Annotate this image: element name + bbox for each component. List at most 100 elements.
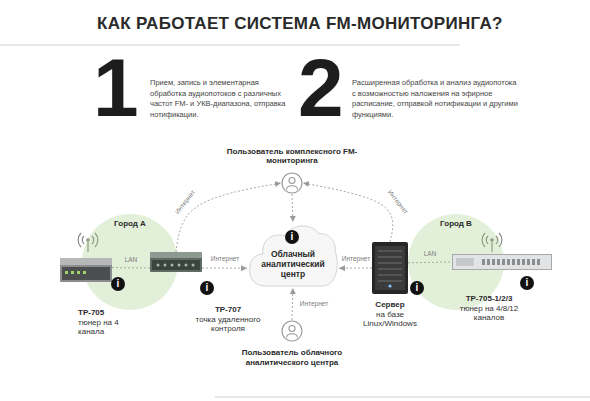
- node-title: TP-707: [190, 305, 266, 315]
- rack-port: [507, 259, 510, 265]
- icon-ring: [282, 321, 302, 341]
- device-port: [171, 264, 174, 267]
- rack-port: [487, 259, 490, 265]
- tuner-shape: [60, 258, 112, 282]
- server-slot: [378, 250, 402, 252]
- rack-port: [527, 259, 530, 265]
- device-top: [150, 252, 202, 258]
- cloud-outline: [250, 226, 338, 286]
- server-led: [388, 284, 391, 287]
- rack-port: [502, 259, 505, 265]
- rack-port: [532, 259, 535, 265]
- caption-block: Город В: [408, 219, 504, 229]
- node-title: Пользователь облачного аналитического це…: [217, 348, 367, 367]
- connector: [292, 288, 293, 320]
- caption-block: TP-705тюнер на 4 канала: [78, 308, 128, 337]
- connector-label: Интернет: [210, 255, 240, 263]
- rack-port: [517, 259, 520, 265]
- step-description: Прием, запись и элементарная обработка а…: [150, 78, 292, 120]
- rack-port: [522, 259, 525, 265]
- user-shape: [281, 320, 303, 342]
- icon-ring: [282, 173, 302, 193]
- control-device: TP-707точка удаленного контроля: [150, 252, 202, 272]
- device-led: [83, 271, 86, 274]
- rack-port: [482, 259, 485, 265]
- info-badge: i: [285, 230, 299, 244]
- info-badge: i: [410, 281, 424, 295]
- device-port: [157, 264, 160, 267]
- footer-rule: [215, 397, 590, 398]
- caption-block: Пользователь облачного аналитического це…: [217, 348, 367, 367]
- server-slot: [378, 256, 402, 258]
- step-number: 2: [298, 47, 344, 129]
- device-body: [60, 258, 112, 282]
- box-shape: [150, 252, 202, 272]
- node-body: на базе Linux/Windows: [358, 310, 422, 329]
- caption-block: TP-705-1/2/3тюнер на 4/8/12 каналов: [454, 294, 524, 323]
- icon-body: [287, 334, 298, 338]
- server-panel: [375, 246, 405, 290]
- rack-port: [497, 259, 500, 265]
- info-badge: i: [520, 276, 534, 290]
- city-region: Город ВСерверна базе Linux/WindowsTP-705…: [408, 214, 504, 310]
- node-title: Облачный аналитический центр: [253, 249, 333, 280]
- connector-label: Интернет: [299, 300, 329, 308]
- device-top: [60, 258, 112, 265]
- device-port: [178, 264, 181, 267]
- device-led: [65, 271, 68, 274]
- title-rule: [0, 45, 460, 46]
- caption-block: Облачный аналитический центр: [253, 249, 333, 280]
- connector: [292, 194, 293, 222]
- step-description: Расширенная обработка и анализ аудиопото…: [352, 78, 520, 120]
- node-title: Город В: [408, 219, 504, 229]
- server-device: Серверна базе Linux/Windows: [372, 242, 408, 294]
- caption-block: Пользователь комплексного FM-мониторинга: [222, 147, 362, 166]
- icon-body: [287, 186, 298, 190]
- node-title: Сервер: [358, 300, 422, 310]
- rack-port: [537, 259, 540, 265]
- caption-block: Серверна базе Linux/Windows: [358, 300, 422, 329]
- server-slot: [378, 262, 402, 264]
- rack-port: [492, 259, 495, 265]
- server-slot: [378, 268, 402, 270]
- user-icon: Пользователь облачного аналитического це…: [281, 320, 303, 342]
- caption-block: Город А: [82, 219, 178, 229]
- user-icon: Пользователь комплексного FM-мониторинга: [281, 172, 303, 194]
- node-title: TP-705-1/2/3: [454, 294, 524, 304]
- caption-block: TP-707точка удаленного контроля: [190, 305, 266, 334]
- node-title: Пользователь комплексного FM-мониторинга: [222, 147, 362, 166]
- node-title: TP-705: [78, 308, 128, 318]
- device-body: [150, 252, 202, 272]
- node-body: тюнер на 4 канала: [78, 318, 128, 337]
- user-shape: [281, 172, 303, 194]
- device-led: [77, 271, 80, 274]
- rack-panel: [456, 258, 474, 266]
- rack-body: [453, 255, 552, 270]
- server-slot: [378, 274, 402, 276]
- rack-shape: [452, 254, 552, 270]
- node-body: точка удаленного контроля: [190, 315, 266, 334]
- tuner-device: TP-705тюнер на 4 канала: [60, 258, 112, 282]
- connector-label: LAN: [124, 256, 139, 264]
- device-front: [152, 260, 200, 270]
- device-port: [192, 264, 195, 267]
- connector-label: Интернет: [341, 255, 371, 263]
- info-badge: i: [111, 277, 125, 291]
- rack-port: [512, 259, 515, 265]
- diagram-title: КАК РАБОТАЕТ СИСТЕМА FM-МОНИТОРИНГА?: [97, 14, 503, 34]
- server-slot: [378, 280, 402, 282]
- device-port: [185, 264, 188, 267]
- info-badge: i: [200, 281, 214, 295]
- connector-label: Интернет: [386, 188, 411, 217]
- icon-head: [289, 178, 295, 184]
- server-body: [372, 242, 408, 294]
- node-body: тюнер на 4/8/12 каналов: [454, 304, 524, 323]
- icon-head: [289, 326, 295, 332]
- connector-label: Интернет: [173, 188, 198, 217]
- step-number: 1: [93, 47, 139, 129]
- device-port: [164, 264, 167, 267]
- server-shape: [372, 242, 408, 294]
